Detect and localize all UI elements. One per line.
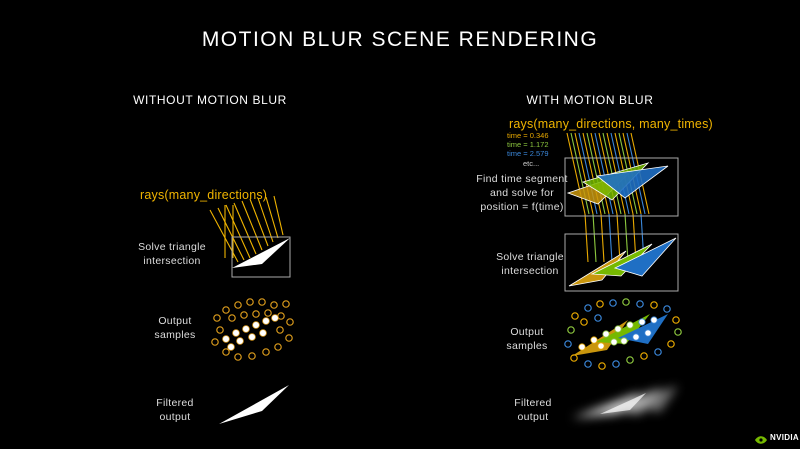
left-intersect-box [231, 236, 291, 278]
time-item-2: time = 1.172 [507, 140, 549, 150]
right-heading: WITH MOTION BLUR [526, 93, 654, 107]
left-filtered-label: Filtered output [156, 397, 194, 423]
page-title: MOTION BLUR SCENE RENDERING [201, 28, 599, 51]
nvidia-logo-text: NVIDIA [770, 433, 799, 442]
left-filtered-triangle [219, 385, 289, 424]
left-samples-label: Output samples [154, 315, 196, 341]
right-find-box [564, 157, 679, 217]
left-heading: WITHOUT MOTION BLUR [133, 93, 287, 107]
left-rays [209, 195, 284, 263]
right-find-triangles [566, 162, 669, 205]
left-solve-label: Solve triangle intersection [138, 241, 206, 267]
left-rays-label: rays(many_directions) [140, 188, 268, 202]
right-filtered-label: Filtered output [514, 397, 552, 423]
time-item-3: time = 2.579 [507, 149, 549, 159]
right-filtered-blur [572, 386, 678, 418]
right-find-label: Find time segment and solve for position… [476, 173, 568, 213]
right-solve-label: Solve triangle intersection [496, 251, 564, 277]
right-solve-triangles [568, 237, 677, 287]
right-rays-label: rays(many_directions, many_times) [509, 117, 713, 131]
time-list: time = 0.346 time = 1.172 time = 2.579 e… [507, 131, 548, 168]
right-solve-box [564, 233, 679, 292]
time-etc: etc... [523, 158, 540, 168]
left-triangle [232, 238, 290, 268]
right-filtered-core [600, 393, 646, 414]
time-item-1: time = 0.346 [507, 131, 549, 140]
right-samples [564, 298, 682, 370]
nvidia-logo-icon [755, 436, 767, 444]
left-samples [211, 298, 294, 361]
right-samples-label: Output samples [506, 326, 548, 352]
